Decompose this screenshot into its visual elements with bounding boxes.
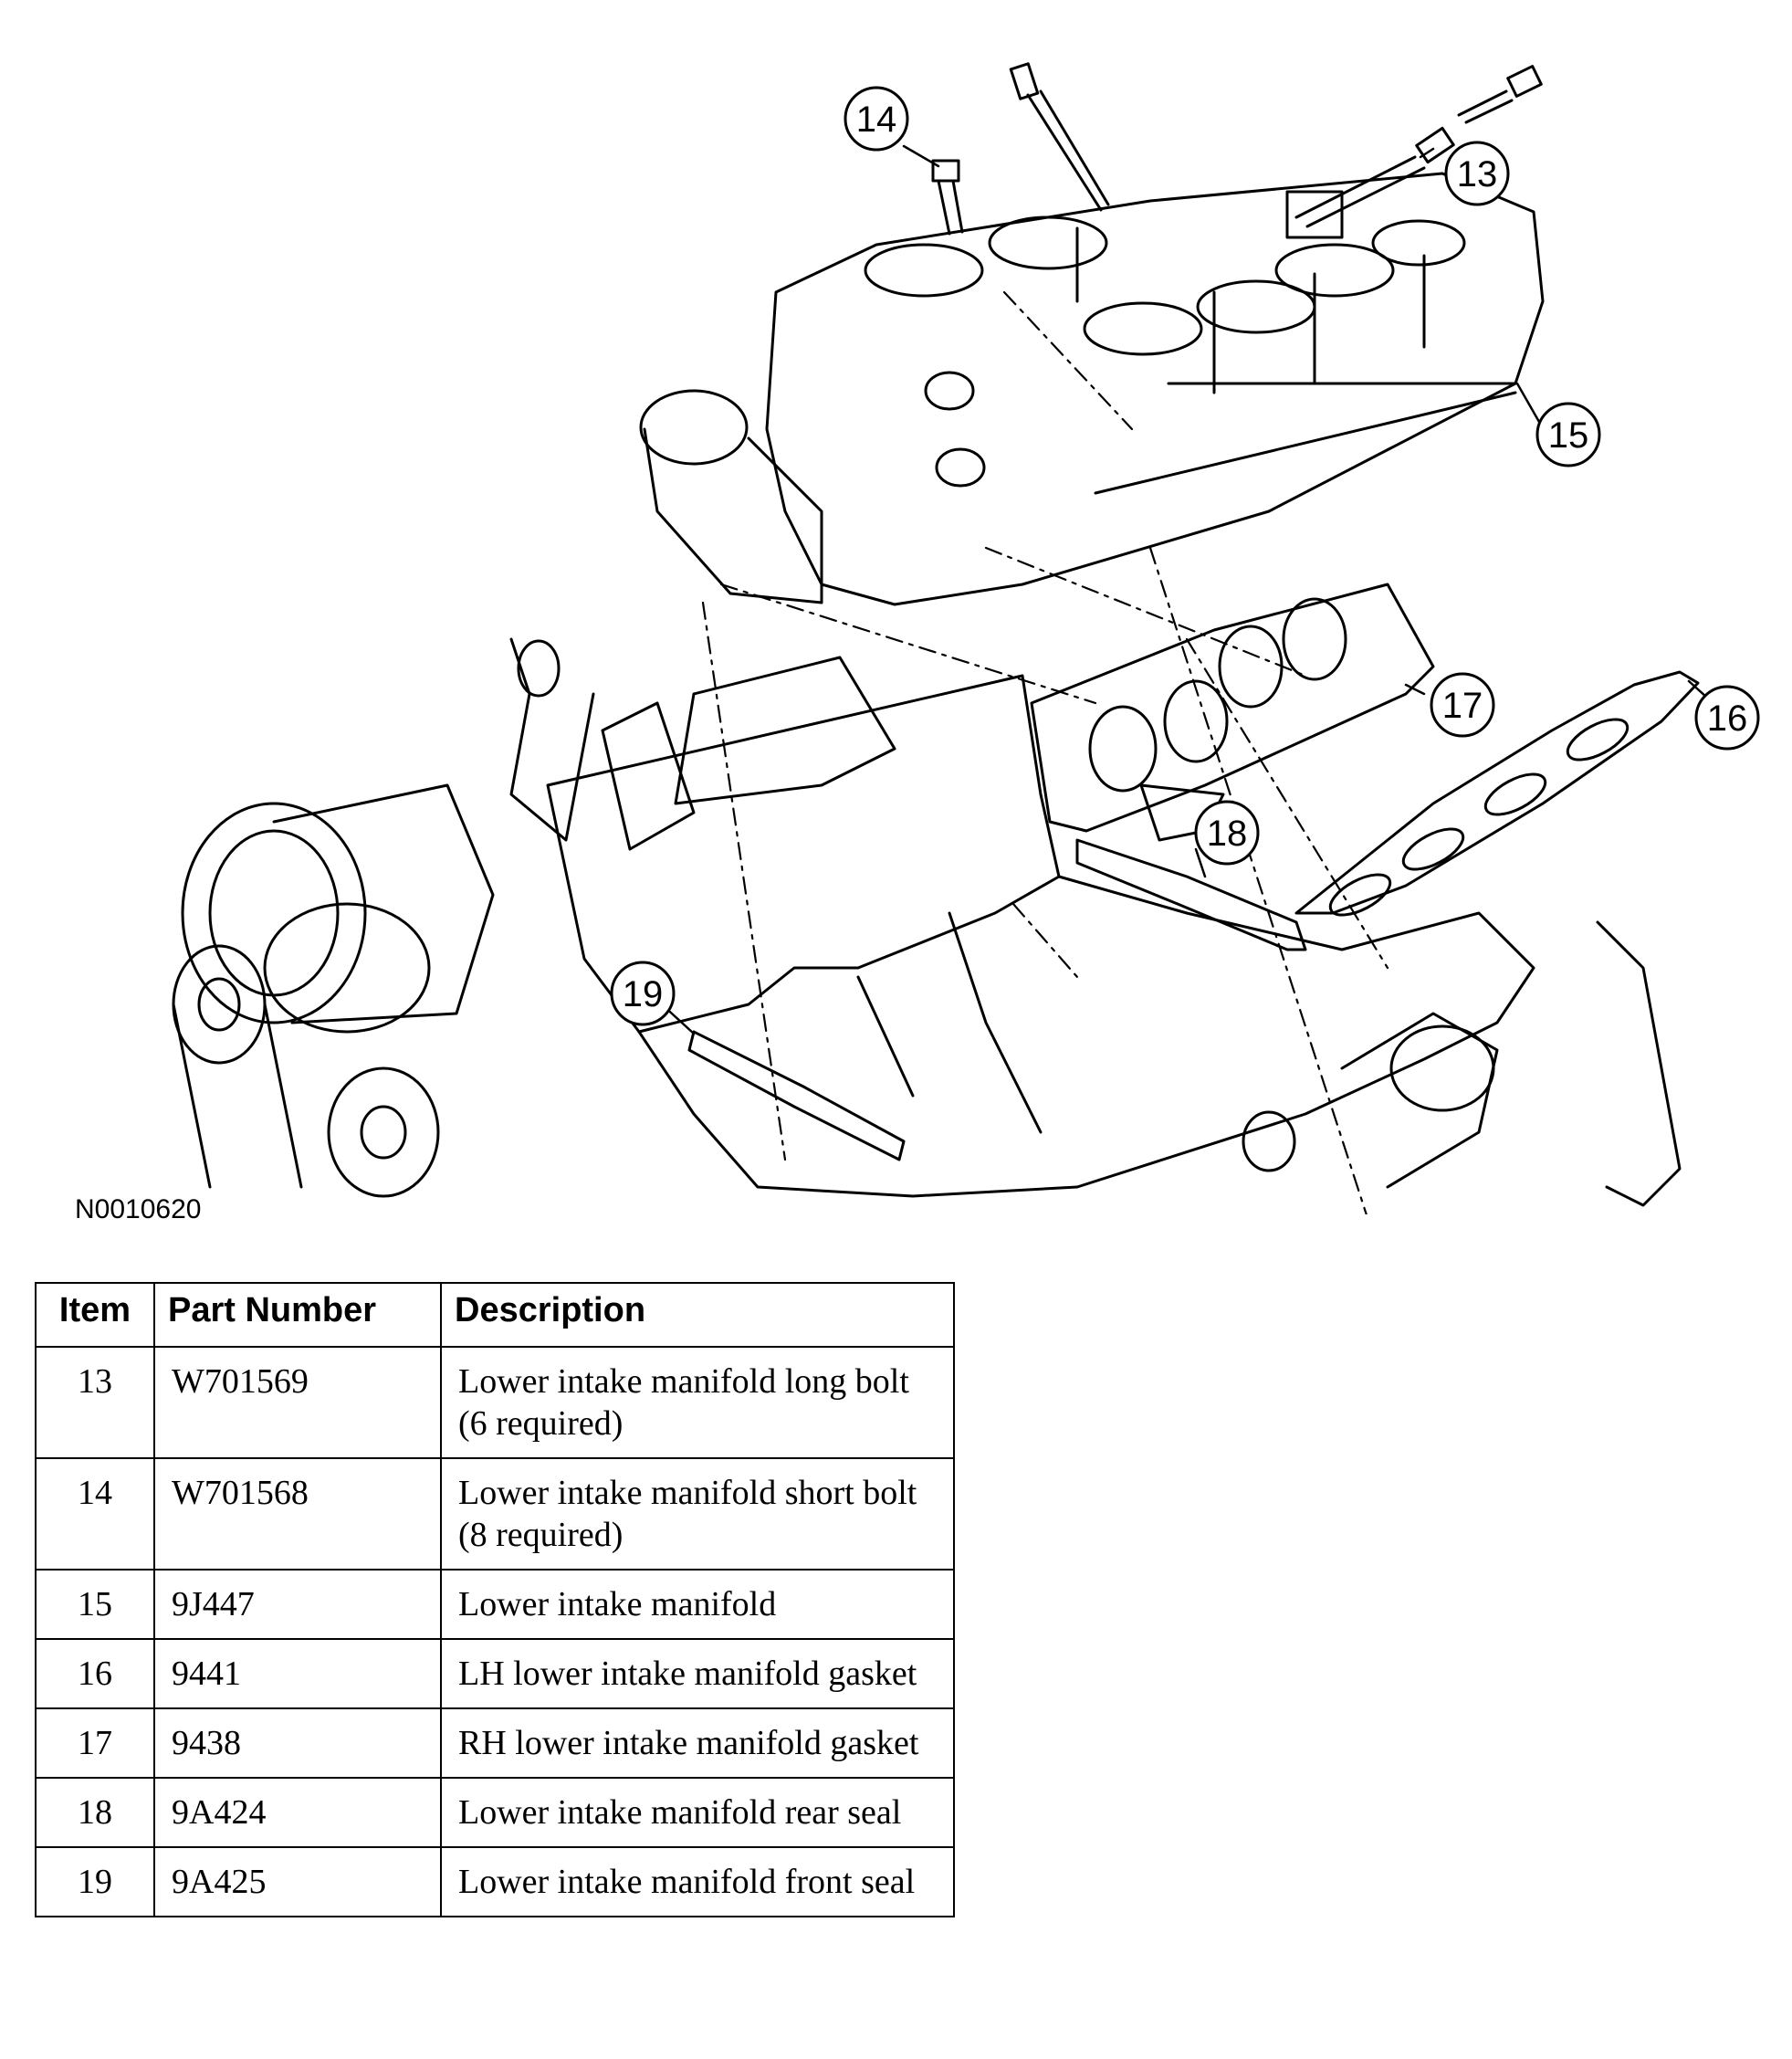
cell-item: 18	[35, 1777, 155, 1848]
callout-17: 17	[1430, 672, 1495, 738]
cell-part-number: W701568	[153, 1457, 442, 1571]
cell-item: 16	[35, 1638, 155, 1709]
header-item: Item	[35, 1282, 155, 1348]
cell-item: 17	[35, 1707, 155, 1779]
svg-text:18: 18	[1207, 814, 1248, 854]
cell-description: LH lower intake manifold gasket	[440, 1638, 955, 1709]
table-row: 19 9A425 Lower intake manifold front sea…	[35, 1846, 955, 1917]
bolt-long-13	[1009, 62, 1110, 212]
cell-part-number: 9J447	[153, 1569, 442, 1640]
cell-description: Lower intake manifold short bolt (8 requ…	[440, 1457, 955, 1571]
svg-text:13: 13	[1457, 154, 1498, 194]
header-part-number: Part Number	[153, 1282, 442, 1348]
table-row: 16 9441 LH lower intake manifold gasket	[35, 1638, 955, 1709]
lh-gasket-16	[1294, 670, 1700, 917]
cell-description: RH lower intake manifold gasket	[440, 1707, 955, 1779]
table-row: 15 9J447 Lower intake manifold	[35, 1569, 955, 1640]
table-row: 17 9438 RH lower intake manifold gasket	[35, 1707, 955, 1779]
bolt-short-14	[931, 159, 964, 236]
svg-text:16: 16	[1707, 699, 1748, 739]
cell-item: 15	[35, 1569, 155, 1640]
front-seal-19	[687, 1030, 906, 1161]
callout-18: 18	[1194, 800, 1260, 866]
callout-leaders	[660, 144, 1709, 1035]
cell-description: Lower intake manifold long bolt (6 requi…	[440, 1346, 955, 1459]
table-row: 14 W701568 Lower intake manifold short b…	[35, 1457, 955, 1571]
pulley	[172, 944, 440, 1198]
header-description: Description	[440, 1282, 955, 1348]
callout-15: 15	[1535, 402, 1601, 467]
cell-description: Lower intake manifold rear seal	[440, 1777, 955, 1848]
table-row: 13 W701569 Lower intake manifold long bo…	[35, 1346, 955, 1459]
svg-text:17: 17	[1442, 686, 1483, 726]
svg-text:15: 15	[1548, 415, 1589, 456]
figure-id: N0010620	[75, 1194, 202, 1224]
bolt-long-13b	[1294, 126, 1455, 228]
callout-16: 16	[1694, 685, 1760, 751]
exploded-view-diagram: 14 13 15 16 17 18 19	[172, 62, 1760, 1214]
alignment-lines	[701, 290, 1389, 1214]
cell-part-number: 9441	[153, 1638, 442, 1709]
callouts: 14 13 15 16 17 18 19	[610, 86, 1760, 1026]
cell-part-number: 9A424	[153, 1777, 442, 1848]
callout-13: 13	[1444, 141, 1510, 206]
cell-description: Lower intake manifold	[440, 1569, 955, 1640]
rear-seal-18	[1075, 838, 1307, 951]
table-row: 18 9A424 Lower intake manifold rear seal	[35, 1777, 955, 1848]
lower-intake-manifold-15	[639, 172, 1545, 606]
svg-text:19: 19	[623, 974, 664, 1014]
cell-description: Lower intake manifold front seal	[440, 1846, 955, 1917]
cell-item: 14	[35, 1457, 155, 1571]
callout-19: 19	[610, 961, 676, 1026]
parts-table: Item Part Number Description 13 W701569 …	[35, 1282, 955, 1917]
cell-item: 13	[35, 1346, 155, 1459]
cell-part-number: 9A425	[153, 1846, 442, 1917]
bolt-long-13c	[1457, 65, 1543, 124]
svg-text:14: 14	[856, 100, 897, 140]
cell-part-number: W701569	[153, 1346, 442, 1459]
callout-14: 14	[844, 86, 909, 152]
alternator	[181, 783, 495, 1034]
cell-item: 19	[35, 1846, 155, 1917]
table-header-row: Item Part Number Description	[35, 1282, 955, 1348]
cell-part-number: 9438	[153, 1707, 442, 1779]
